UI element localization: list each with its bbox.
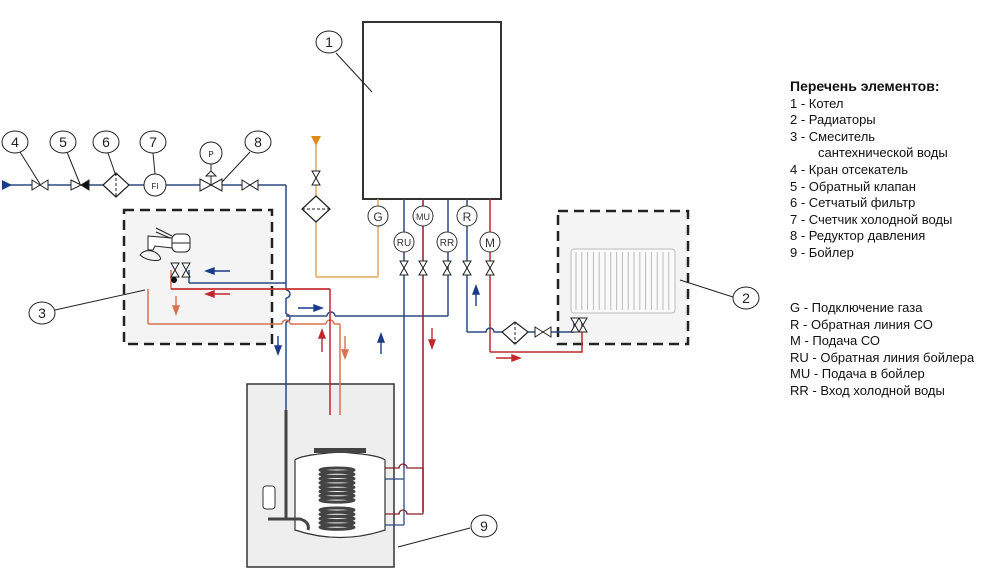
svg-text:2: 2 [742,290,750,306]
inlet-arrow-icon [2,180,12,190]
svg-text:G: G [373,210,382,224]
check-valve-icon [70,179,90,191]
gas-filter-icon [301,195,331,223]
svg-text:1: 1 [325,34,333,50]
callout-water-meter: 7 [139,130,167,175]
legend-item: 8 - Редуктор давления [790,228,926,244]
svg-text:RR: RR [440,238,454,249]
svg-text:MU: MU [416,212,430,222]
callout-pressure-reducer: 8 [221,130,272,183]
heater-coil-turn [318,496,356,504]
svg-text:RU: RU [397,238,411,249]
svg-text:M: M [485,236,495,250]
faucet-icon [139,227,191,261]
heater-coil-turn [318,523,356,531]
junction-dot [171,277,177,283]
connection-legend-item: MU - Подача в бойлер [790,366,925,382]
legend-item: 6 - Сетчатый фильтр [790,195,916,211]
port-gas: G [367,205,389,227]
svg-text:6: 6 [102,134,110,150]
svg-text:7: 7 [149,134,157,150]
legend-title: Перечень элементов: [790,78,940,94]
callout-check-valve: 5 [49,130,81,185]
port-boiler-supply: MU [412,205,434,227]
callout-water-heater: 9 [397,514,498,548]
connection-legend-item: RU - Обратная линия бойлера [790,349,975,365]
svg-text:5: 5 [59,134,67,150]
legend-item: 5 - Обратный клапан [790,178,916,194]
flow-meter-label: FI [151,182,158,191]
elements-legend: Перечень элементов: 1 - Котел 2 - Радиат… [790,78,952,262]
connection-legend-item: M - Подача СО [790,333,881,349]
legend-item: 1 - Котел [790,95,844,111]
svg-text:9: 9 [480,518,488,534]
legend-item: 3 - Смеситель [790,128,876,144]
pressure-gauge-label: P [208,150,213,159]
heating-filter-icon [501,321,529,345]
hot-supply-to-mixer [171,288,331,415]
callout-mesh-filter: 6 [92,130,120,177]
svg-text:3: 3 [38,305,46,321]
legend-item: 4 - Кран отсекатель [790,161,908,177]
callout-shutoff-valve: 4 [1,130,41,185]
port-heating-return: R [456,205,478,227]
mesh-filter-icon [102,172,130,198]
legend-item: 9 - Бойлер [790,244,854,260]
connection-legend-item: RR - Вход холодной воды [790,382,945,398]
pressure-reducer-icon: P [199,141,223,192]
port-heating-supply: M [479,231,501,253]
connection-legend-item: G - Подключение газа [790,300,923,315]
water-meter-icon: FI [143,173,167,197]
connections-legend: G - Подключение газа R - Обратная линия … [790,300,974,400]
gas-inlet-arrow-icon [311,136,321,146]
legend-item: 2 - Радиаторы [790,112,876,128]
svg-text:8: 8 [254,134,262,150]
port-cold-water-in: RR [436,231,458,253]
callout-radiators: 2 [679,279,760,310]
legend-item: сантехнической воды [818,145,948,161]
svg-text:R: R [463,210,472,224]
svg-text:4: 4 [11,134,19,150]
coil-connections [345,463,424,526]
callout-mixer: 3 [28,289,146,325]
port-boiler-return: RU [393,231,415,253]
connection-legend-item: R - Обратная линия СО [790,316,933,332]
flow-arrows [171,266,522,363]
legend-item: 7 - Счетчик холодной воды [790,211,953,227]
callout-boiler: 1 [315,30,373,93]
gas-boiler [362,21,502,200]
radiator-icon [570,248,676,314]
